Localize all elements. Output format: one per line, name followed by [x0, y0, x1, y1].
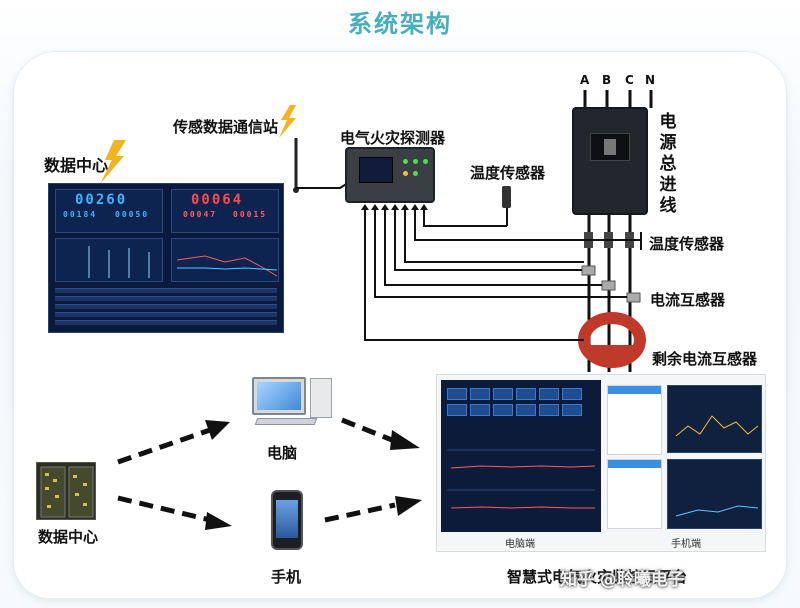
mobile-caption: 手机端 [671, 539, 701, 550]
dashed-arrow-icon [117, 417, 396, 523]
keyboard [254, 418, 318, 425]
watermark: 知乎 @聆曦电子 [560, 570, 685, 590]
server-rack-icon [36, 462, 96, 520]
power-main-label: 电源总进线 [659, 112, 677, 216]
computer-label: 电脑 [267, 444, 298, 462]
dashboard-counter-1: 00260 [75, 192, 128, 208]
phase-b-label: B [602, 73, 612, 87]
temp-sensor-right-label: 温度传感器 [649, 235, 725, 253]
phase-a-label: A [580, 73, 590, 87]
data-center-bottom-label: 数据中心 [38, 528, 99, 546]
phone-label: 手机 [271, 568, 302, 586]
fire-detector-label: 电气火灾探测器 [340, 129, 446, 147]
fire-detector-device [345, 147, 435, 203]
data-center-top-label: 数据中心 [44, 156, 109, 175]
pc-client-preview [441, 380, 601, 532]
cloud-platform-screenshot: 电脑端 手机端 [436, 374, 766, 552]
page-title: 系统架构 [348, 10, 452, 38]
computer-icon [252, 377, 306, 415]
antenna-icon [293, 138, 299, 193]
computer-tower [310, 378, 332, 418]
temp-sensor-probe [502, 186, 511, 208]
temp-sensor-top-label: 温度传感器 [470, 164, 546, 182]
monitoring-dashboard: 00260 00064 00184 00050 00047 00015 [48, 183, 284, 333]
dashboard-small-3: 00047 [183, 210, 218, 219]
lightning-icon [279, 105, 296, 138]
breaker-icon [572, 107, 648, 215]
dashboard-small-2: 00050 [115, 210, 150, 219]
dashboard-small-1: 00184 [63, 210, 98, 219]
dashboard-small-4: 00015 [233, 210, 268, 219]
residual-ct-label: 剩余电流互感器 [652, 350, 758, 368]
comm-station-label: 传感数据通信站 [173, 118, 279, 136]
phone-icon [271, 490, 303, 550]
platform-caption: 智慧式电气火灾监控云平台 [507, 568, 688, 586]
current-transformer-label: 电流互感器 [650, 291, 726, 309]
pc-caption: 电脑端 [505, 539, 535, 550]
lightning-icon [100, 140, 126, 184]
phase-n-label: N [645, 73, 656, 87]
residual-current-transformer-icon [578, 312, 646, 368]
dashboard-counter-2: 00064 [191, 192, 244, 208]
phase-c-label: C [625, 73, 634, 87]
dashboard-charts [88, 246, 278, 278]
